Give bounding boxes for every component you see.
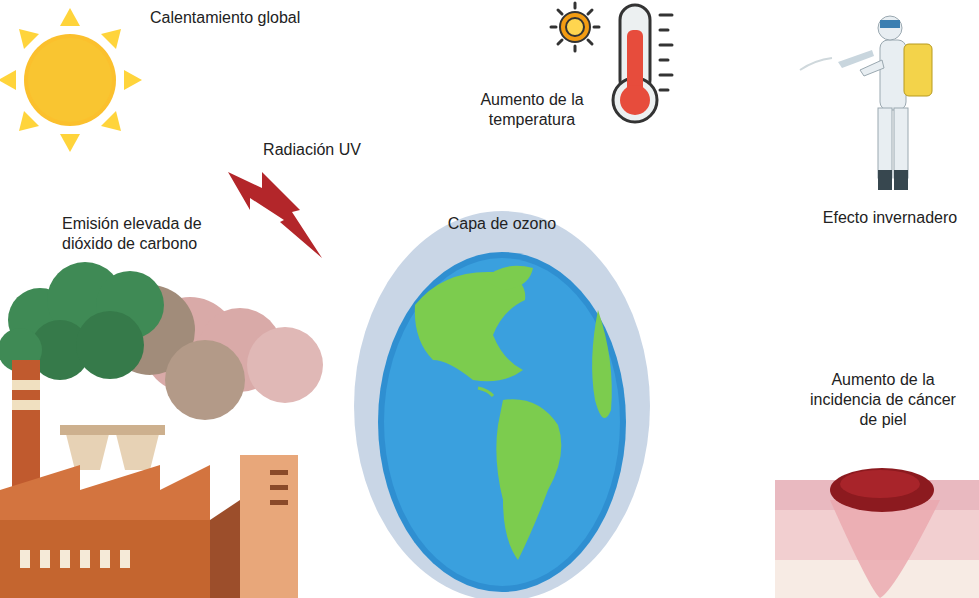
greenhouse-label: Efecto invernadero (805, 208, 975, 228)
skin-cancer-illustration (775, 468, 979, 598)
title-label: Calentamiento global (150, 8, 370, 28)
node-label: Capa de ozono (353, 214, 651, 234)
globe-drawing (353, 210, 651, 598)
temperature-label: Aumento de la temperatura (462, 90, 602, 130)
ozone-globe: Capa de ozono (353, 210, 651, 598)
co2-label: Emisión elevada de dióxido de carbono (62, 214, 232, 254)
uv-label: Radiación UV (262, 140, 362, 160)
sprayer-worker (800, 16, 932, 190)
skin-cancer-label: Aumento de la incidencia de cáncer de pi… (808, 370, 958, 430)
sun-icon (0, 8, 142, 152)
uv-bolt (228, 172, 322, 258)
factory (0, 262, 323, 598)
